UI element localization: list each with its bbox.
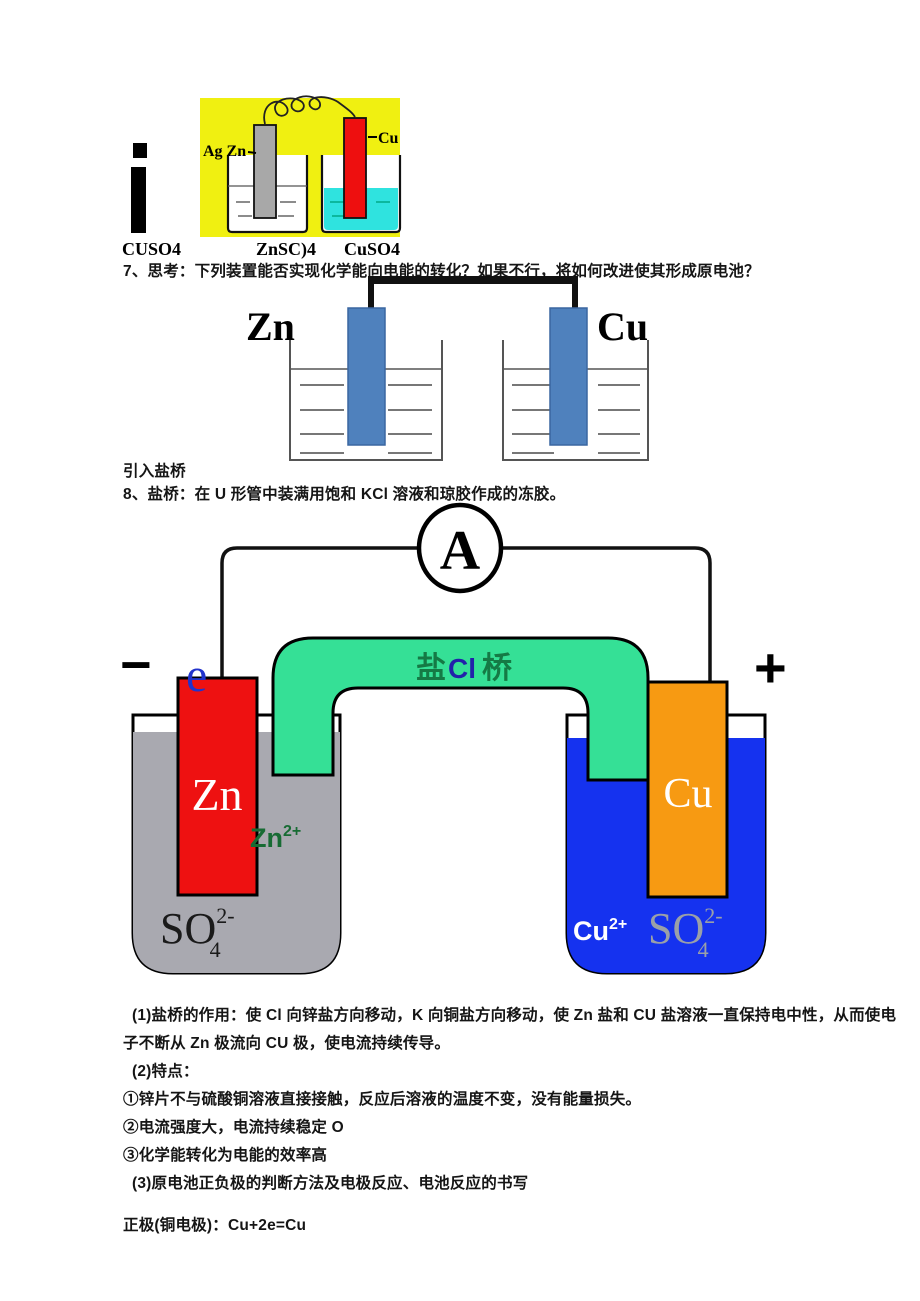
so4-label-left: SO2- 4 (160, 903, 235, 962)
salt-bridge-intro: 引入盐桥 (123, 463, 186, 480)
so4-right-sub: 4 (698, 937, 709, 962)
salt-bridge-label-cl: Cl (448, 653, 476, 684)
notes-block: (1)盐桥的作用：使 Cl 向锌盐方向移动，K 向铜盐方向移动，使 Zn 盐和 … (123, 1002, 910, 1240)
zn-electrode-label: Zn (191, 769, 242, 820)
salt-bridge-label-qiao: 桥 (482, 652, 512, 685)
note-judgement-title: (3)原电池正负极的判断方法及电极反应、电池反应的书写 (132, 1175, 529, 1192)
so4-left-sup: 2- (216, 903, 234, 928)
caption-znso4: ZnSC)4 (256, 239, 316, 260)
so4-left-base: SO (160, 904, 216, 953)
cu-ion-sup: 2+ (609, 916, 627, 933)
label-dash-left (247, 151, 257, 154)
ammeter: A (416, 502, 504, 594)
mini-cu-electrode (343, 117, 367, 219)
positive-electrode-formula: Cu+2e=Cu (227, 1217, 307, 1234)
q7-zn-label: Zn (246, 304, 295, 349)
electron-label: e (186, 649, 207, 702)
salt-bridge-label: 盐 Cl 桥 (416, 652, 512, 685)
cu-electrode-label: Cu (663, 771, 712, 817)
black-i-mark (131, 143, 147, 233)
plus-sign: + (754, 636, 787, 699)
zn-ion-sup: 2+ (283, 823, 301, 840)
zn-electrode (176, 676, 259, 897)
salt-bridge-label-yan: 盐 (416, 652, 446, 685)
q7-cu-electrode (549, 307, 588, 446)
zn-ion-base: Zn (250, 823, 283, 853)
positive-electrode-label: 正极(铜电极)： (123, 1217, 228, 1234)
wire-left (220, 546, 419, 683)
q7-zn-electrode (347, 307, 386, 446)
zn-ion-label: Zn2+ (250, 823, 301, 853)
note-feature-2: ②电流强度大，电流持续稳定 O (123, 1119, 344, 1136)
mini-left-electrode-label: Ag Zn (203, 143, 246, 160)
note-feature-3: ③化学能转化为电能的效率高 (123, 1147, 328, 1164)
mini-cells-figure: Ag Zn Cu CUSO4 ZnSC)4 CuSO4 (122, 95, 402, 260)
so4-right-base: SO (648, 904, 704, 953)
coil-wire (263, 95, 356, 125)
galvanic-cell-diagram: A 盐 Cl 桥 Zn Cu Zn2+ SO2-4 Cu2+ SO2-4 − + (120, 502, 787, 975)
q7-cu-label: Cu (597, 304, 648, 349)
question7-text: 7、思考：下列装置能否实现化学能向电能的转化？如果不行，将如何改进使其形成原电池… (123, 263, 760, 280)
cu-ion-base: Cu (573, 916, 609, 946)
so4-label-right: SO2- 4 (648, 903, 723, 962)
note-features-title: (2)特点： (132, 1063, 199, 1080)
wire-right (501, 546, 712, 690)
positive-electrode-line: 正极(铜电极)：Cu+2e=Cu (123, 1212, 910, 1240)
so4-right-sup: 2- (704, 903, 722, 928)
salt-bridge-definition: 8、盐桥：在 U 形管中装满用饱和 KCl 溶液和琼胶作成的冻胶。 (123, 486, 566, 503)
minus-sign: − (120, 635, 152, 695)
note-salt-bridge-role: (1)盐桥的作用：使 Cl 向锌盐方向移动，K 向铜盐方向移动，使 Zn 盐和 … (123, 1007, 897, 1052)
so4-left-sub: 4 (210, 937, 221, 962)
ammeter-label: A (440, 520, 481, 582)
caption-cuso4-right: CuSO4 (344, 239, 400, 259)
note-feature-1: ①锌片不与硫酸铜溶液直接接触，反应后溶液的温度不变，没有能量损失。 (123, 1091, 642, 1108)
question7-diagram: Zn Cu (246, 276, 649, 461)
caption-cuso4-left: CUSO4 (122, 239, 181, 259)
connecting-wire (368, 276, 578, 310)
cu-electrode (646, 680, 729, 899)
cu-ion-label: Cu2+ (573, 916, 627, 946)
mini-zn-electrode (253, 124, 277, 219)
mini-right-electrode-label: Cu (378, 130, 399, 147)
